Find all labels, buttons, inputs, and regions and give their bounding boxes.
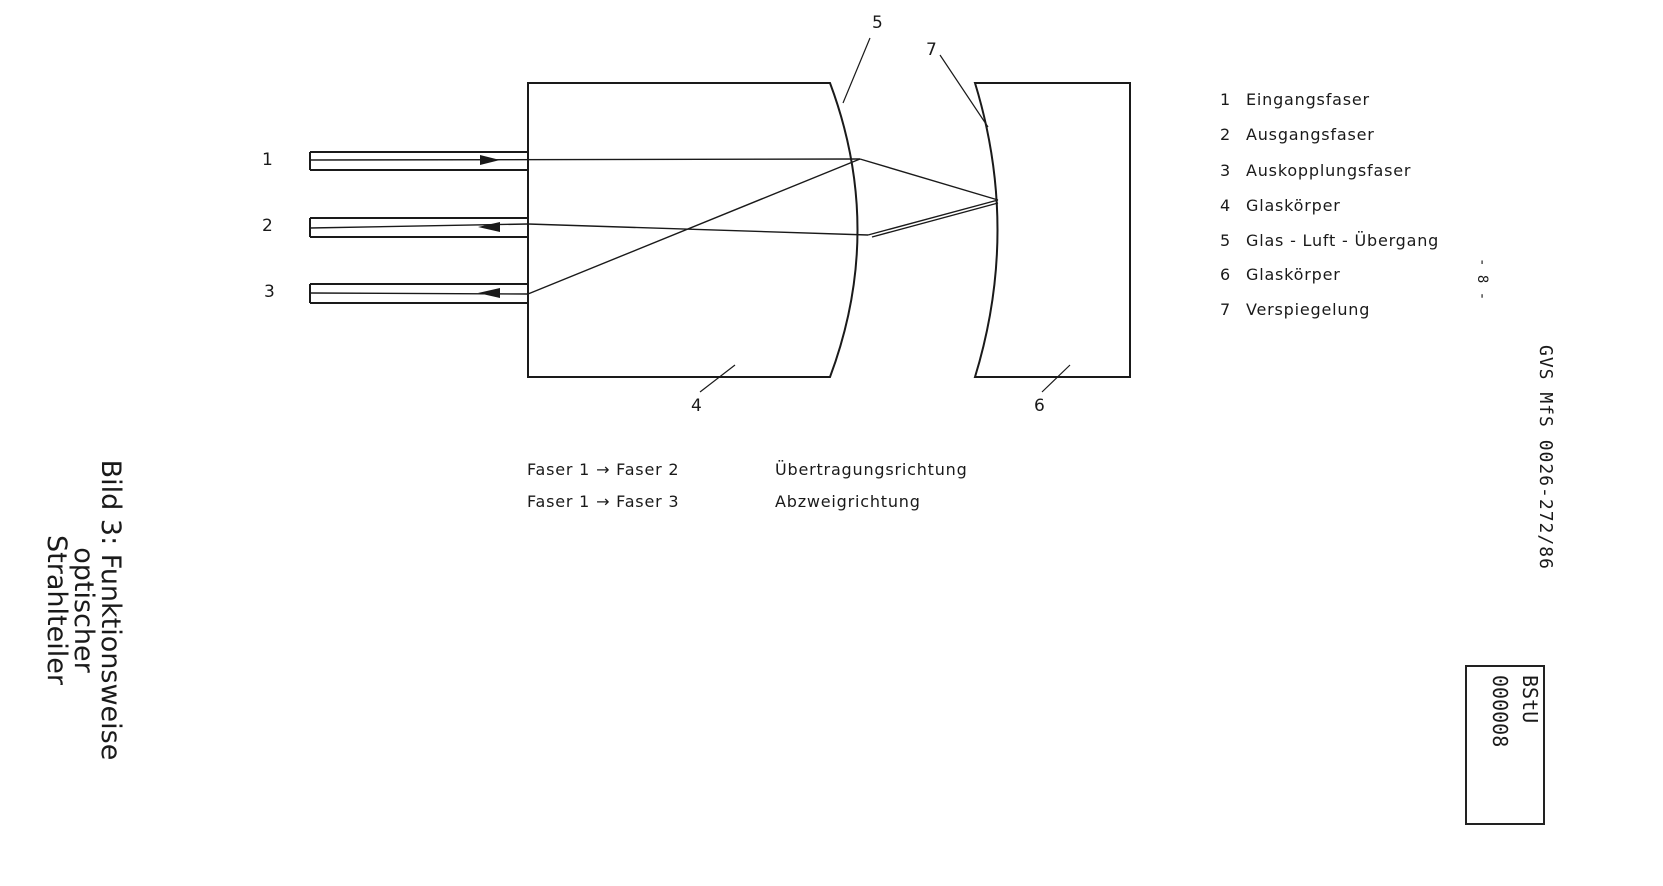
arrow-in-fiber-1 [480, 155, 500, 165]
glass-body-6 [973, 82, 1131, 378]
direction-row: Faser 1 → Faser 2 [527, 460, 680, 479]
arrow-right-icon: → [596, 492, 611, 511]
bstu-stamp: BStU 000008 [1465, 665, 1545, 825]
direction-row: Faser 1 → Faser 3 [527, 492, 680, 511]
arrow-right-icon: → [596, 460, 611, 479]
caption-line-3: Strahlteiler [41, 535, 72, 685]
stamp-title: BStU [1518, 675, 1542, 724]
callout-fiber-1: 1 [262, 150, 274, 170]
arrow-in-fiber-2 [478, 222, 500, 232]
arrow-in-fiber-3 [478, 288, 500, 298]
callout-interface-5: 5 [872, 13, 884, 33]
stamp-number: 000008 [1488, 675, 1512, 748]
leader-lines [699, 37, 1071, 393]
glass-body-4 [527, 82, 859, 378]
archive-id: GVS MfS 0026-272/86 [1535, 345, 1556, 570]
callout-mirror-7: 7 [926, 40, 938, 60]
figure-caption: Bild 3: Funktionsweise optischer Strahlt… [4, 430, 126, 790]
page-number: - 8 - [1474, 258, 1490, 301]
callout-glass-body-4: 4 [691, 396, 703, 416]
callout-fiber-2: 2 [262, 216, 274, 236]
direction-meaning: Übertragungsrichtung [775, 460, 968, 479]
fiber-1 [309, 151, 528, 171]
caption-line-2: optischer [68, 547, 99, 673]
callout-glass-body-6: 6 [1034, 396, 1046, 416]
light-rays [309, 158, 999, 295]
callout-fiber-3: 3 [264, 282, 276, 302]
direction-meaning: Abzweigrichtung [775, 492, 921, 511]
direction-arrows [478, 155, 500, 298]
caption-line-1: Bild 3: Funktionsweise [95, 459, 126, 761]
